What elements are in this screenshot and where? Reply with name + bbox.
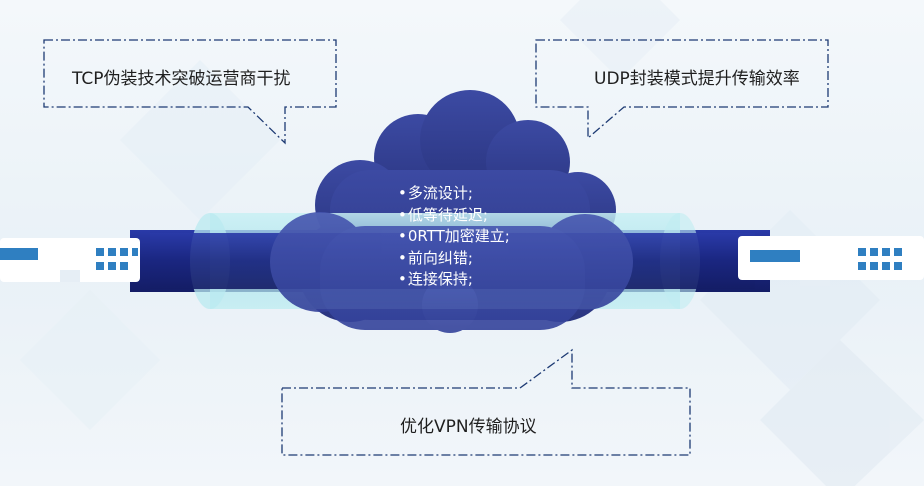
server-endpoint-left (0, 238, 140, 282)
feature-item: 0RTT加密建立; (398, 226, 510, 248)
callout-bottom-border (281, 348, 691, 456)
feature-item: 前向纠错; (398, 248, 510, 270)
cloud-feature-list: 多流设计; 低等待延迟; 0RTT加密建立; 前向纠错; 连接保持; (398, 183, 510, 291)
feature-item: 多流设计; (398, 183, 510, 205)
callout-top-left-text: TCP伪装技术突破运营商干扰 (72, 69, 291, 89)
callout-bottom-text: 优化VPN传输协议 (400, 417, 537, 437)
server-endpoint-right (738, 236, 924, 286)
callout-top-left-border (43, 39, 337, 145)
feature-item: 连接保持; (398, 269, 510, 291)
callout-top-right-border (535, 39, 829, 140)
callout-top-right-text: UDP封装模式提升传输效率 (594, 69, 800, 89)
feature-item: 低等待延迟; (398, 205, 510, 227)
